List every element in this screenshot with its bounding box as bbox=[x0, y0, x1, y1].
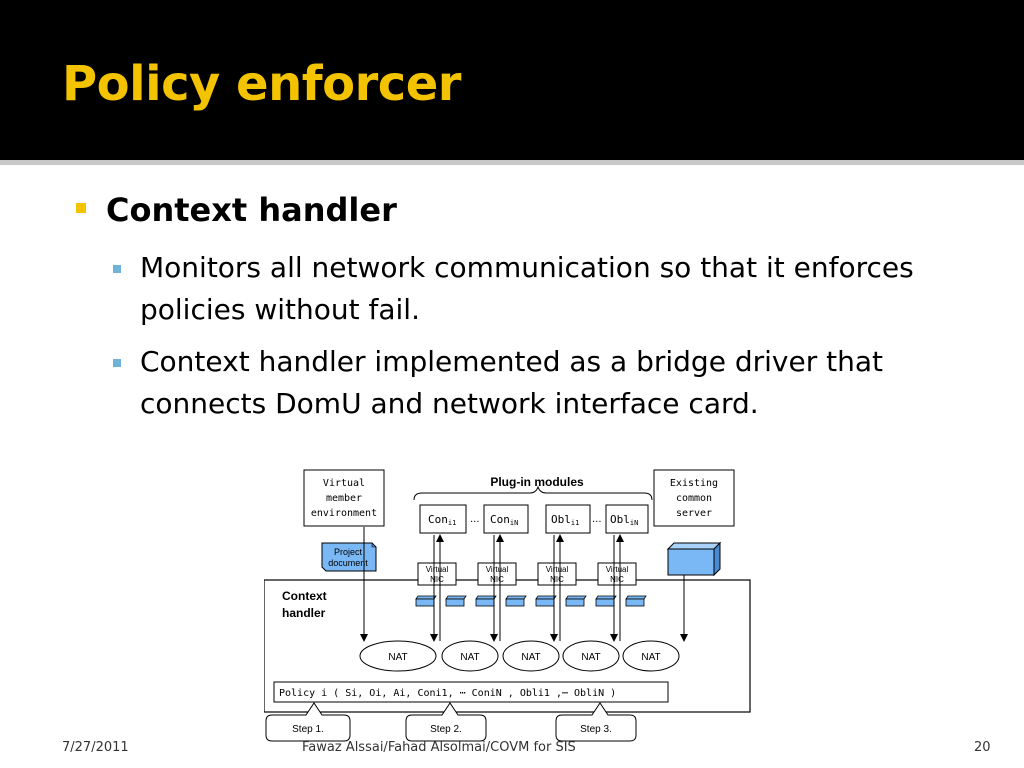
virtual-nic-2: Virtual NIC bbox=[477, 562, 517, 586]
context-handler-label: handler bbox=[282, 606, 326, 620]
svg-text:Step 2.: Step 2. bbox=[430, 724, 462, 735]
sub-bullet-monitors: Monitors all network communication so th… bbox=[140, 251, 914, 326]
context-handler-diagram: Virtual member environment Existing comm… bbox=[263, 465, 752, 749]
module-obl-i1: Obli1 bbox=[545, 504, 591, 534]
svg-text:ObliN: ObliN bbox=[610, 513, 638, 527]
svg-text:Obli1: Obli1 bbox=[551, 513, 579, 527]
svg-text:Virtual: Virtual bbox=[546, 565, 569, 574]
module-con-i1: Coni1 bbox=[419, 504, 467, 534]
virtual-member-label: member bbox=[326, 493, 362, 504]
svg-text:NIC: NIC bbox=[550, 575, 564, 584]
svg-text:ConiN: ConiN bbox=[490, 513, 518, 527]
nat-4: NAT bbox=[562, 640, 620, 672]
svg-text:Project: Project bbox=[334, 547, 363, 557]
virtual-member-label: Virtual bbox=[323, 478, 365, 489]
svg-text:Virtual: Virtual bbox=[426, 565, 449, 574]
step-3-callout: Step 3. bbox=[555, 702, 637, 742]
svg-text:NIC: NIC bbox=[490, 575, 504, 584]
footer-date: 7/27/2011 bbox=[62, 740, 129, 755]
svg-text:Virtual: Virtual bbox=[606, 565, 629, 574]
svg-text:NAT: NAT bbox=[521, 652, 540, 663]
svg-text:Policy i ( Si, Oi, Ai, Coni1,: Policy i ( Si, Oi, Ai, Coni1, ⋯ ConiN , … bbox=[279, 688, 616, 699]
module-obl-iN: ObliN bbox=[605, 504, 649, 534]
sub-bullet-square-icon bbox=[113, 359, 121, 367]
virtual-nic-3: Virtual NIC bbox=[537, 562, 577, 586]
svg-text:NAT: NAT bbox=[641, 652, 660, 663]
footer-page-number: 20 bbox=[974, 740, 991, 755]
policy-box: Policy i ( Si, Oi, Ai, Coni1, ⋯ ConiN , … bbox=[273, 681, 669, 703]
svg-text:NAT: NAT bbox=[388, 652, 407, 663]
plugin-modules-title: Plug-in modules bbox=[490, 475, 584, 489]
existing-server-label: Existing bbox=[670, 478, 718, 489]
nic-blocks bbox=[415, 595, 647, 607]
flow-arrows bbox=[360, 527, 688, 642]
footer-author: Fawaz Alssai/Fahad Alsolmai/COVM for SIS bbox=[302, 740, 576, 755]
nat-1: NAT bbox=[359, 640, 437, 672]
header-divider bbox=[0, 160, 1024, 165]
ellipsis-text: ... bbox=[470, 514, 480, 525]
svg-text:Virtual: Virtual bbox=[486, 565, 509, 574]
nat-2: NAT bbox=[441, 640, 499, 672]
bullet-square-icon bbox=[76, 203, 86, 213]
existing-server-label: common bbox=[676, 493, 712, 504]
nat-5: NAT bbox=[622, 640, 680, 672]
existing-server-box bbox=[653, 469, 735, 527]
svg-text:document: document bbox=[328, 558, 368, 568]
svg-text:Step 3.: Step 3. bbox=[580, 724, 612, 735]
module-con-iN: ConiN bbox=[483, 504, 529, 534]
virtual-member-box bbox=[303, 469, 385, 527]
ellipsis-text: ... bbox=[592, 514, 602, 525]
context-handler-label: Context bbox=[282, 589, 327, 603]
nat-3: NAT bbox=[502, 640, 560, 672]
existing-server-label: server bbox=[676, 508, 712, 519]
server-block-icon bbox=[666, 541, 722, 577]
svg-text:NIC: NIC bbox=[610, 575, 624, 584]
svg-text:Coni1: Coni1 bbox=[428, 513, 456, 527]
virtual-nic-1: Virtual NIC bbox=[417, 562, 457, 586]
slide-header: Policy enforcer bbox=[0, 0, 1024, 160]
sub-bullet-square-icon bbox=[113, 265, 121, 273]
svg-text:NAT: NAT bbox=[581, 652, 600, 663]
sub-bullet-bridge-driver: Context handler implemented as a bridge … bbox=[140, 345, 883, 420]
svg-text:NAT: NAT bbox=[460, 652, 479, 663]
step-2-callout: Step 2. bbox=[405, 702, 487, 742]
svg-text:Step 1.: Step 1. bbox=[292, 724, 324, 735]
virtual-member-label: environment bbox=[311, 508, 377, 519]
step-1-callout: Step 1. bbox=[265, 702, 351, 742]
virtual-nic-4: Virtual NIC bbox=[597, 562, 637, 586]
slide-title: Policy enforcer bbox=[62, 56, 461, 112]
svg-text:NIC: NIC bbox=[430, 575, 444, 584]
bullet-context-handler: Context handler bbox=[106, 191, 397, 229]
project-document-icon: Project document bbox=[321, 542, 377, 572]
